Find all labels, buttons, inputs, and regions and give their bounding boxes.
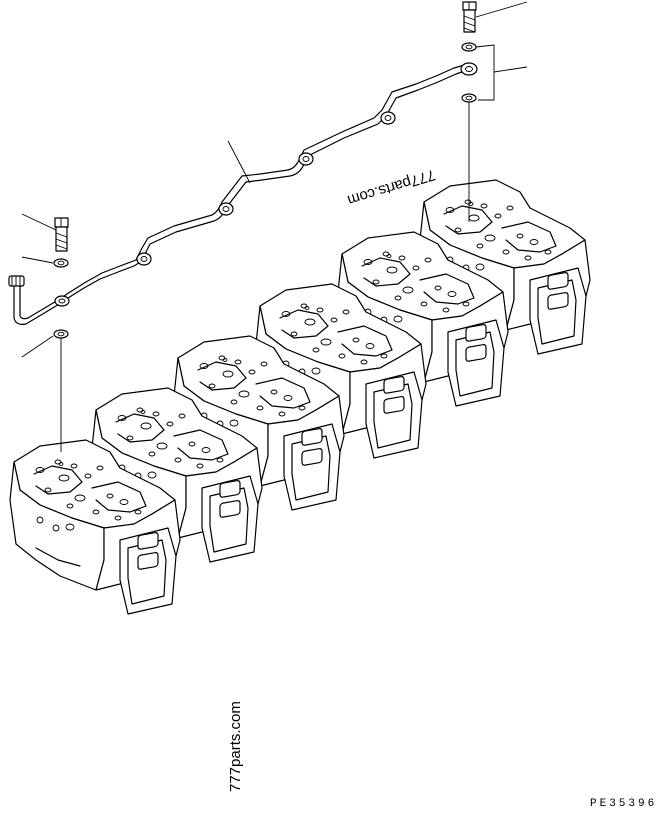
- watermark-bottom: 777parts.com: [227, 701, 244, 792]
- right-bolt: [462, 1, 477, 33]
- left-bolt: [54, 217, 69, 252]
- leader-lines: [21, 1, 528, 358]
- left-gasket-bottom: [53, 329, 69, 339]
- drawing-code: PE35396: [590, 798, 657, 810]
- cylinder-head-assembly: [9, 179, 591, 615]
- right-gasket-bottom: [461, 93, 477, 103]
- left-gasket-top: [53, 258, 69, 268]
- cylinder-head: [9, 439, 181, 615]
- fuel-tube: [8, 62, 478, 325]
- right-gasket-top: [461, 42, 477, 52]
